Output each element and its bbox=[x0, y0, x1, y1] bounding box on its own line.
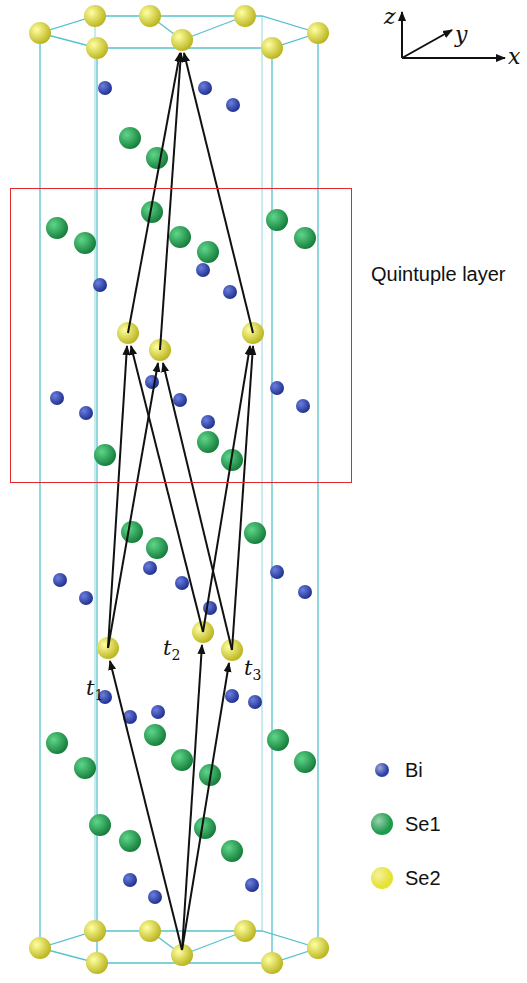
legend-swatch bbox=[371, 813, 393, 835]
axis-label: z bbox=[384, 4, 396, 29]
axis-label: y bbox=[455, 22, 467, 47]
axis-label: x bbox=[508, 44, 520, 69]
unit-cell bbox=[40, 16, 318, 963]
vector-label: t3 bbox=[244, 656, 261, 683]
legend-text: Bi bbox=[405, 759, 423, 782]
legend-swatch bbox=[375, 763, 389, 777]
layer-label: Quintuple layer bbox=[371, 261, 511, 288]
bi-atoms bbox=[50, 81, 312, 904]
layer-frame: Quintuple layer bbox=[10, 188, 352, 483]
legend-swatch bbox=[371, 867, 393, 889]
se1-atoms bbox=[46, 127, 316, 862]
legend-text: Se2 bbox=[405, 867, 441, 890]
legend-text: Se1 bbox=[405, 813, 441, 836]
se2-atoms bbox=[29, 5, 329, 974]
axes bbox=[402, 12, 505, 58]
vector-label: t2 bbox=[163, 636, 180, 663]
vector-label: t1 bbox=[86, 676, 103, 703]
